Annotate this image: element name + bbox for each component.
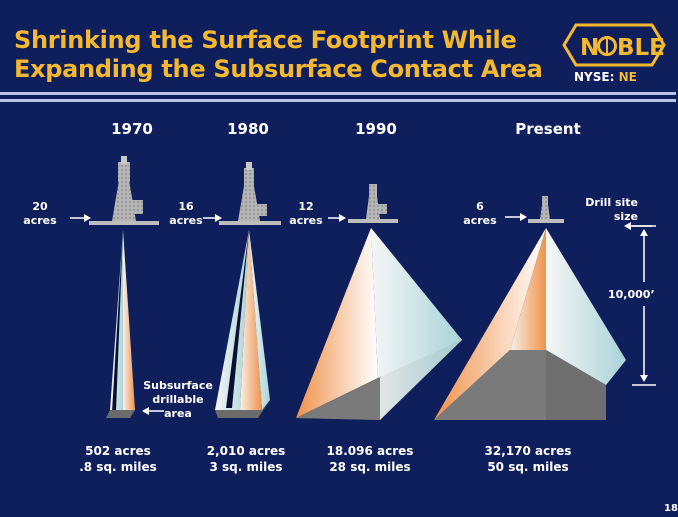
divider-bottom	[0, 99, 676, 102]
logo-letter-n: N	[580, 35, 599, 61]
noble-logo: N BLE	[562, 22, 666, 90]
wellbore-present	[434, 228, 626, 420]
drilling-rig-present-icon	[528, 196, 564, 223]
drilling-rig-1980-icon	[219, 162, 281, 225]
drilling-rig-1990-icon	[348, 184, 398, 223]
year-1990: 1990	[355, 120, 397, 138]
stock-ticker: NYSE: NE	[574, 70, 637, 84]
ticker-symbol: NE	[618, 70, 637, 84]
title-line-1: Shrinking the Surface Footprint While	[14, 26, 517, 54]
divider-top	[0, 92, 676, 95]
logo-letters-ble: BLE	[617, 35, 665, 61]
stats-1970: 502 acres.8 sq. miles	[79, 444, 157, 474]
drilling-rig-1970-icon	[89, 156, 159, 225]
wellbore-1970	[106, 230, 135, 418]
page-number: 18	[664, 503, 678, 514]
wellbore-1980	[215, 230, 270, 418]
depth-dimension-line	[632, 225, 656, 386]
ticker-exchange: NYSE:	[574, 70, 615, 84]
title-line-2: Expanding the Subsurface Contact Area	[14, 55, 543, 83]
year-1970: 1970	[111, 120, 153, 138]
depth-label: 10,000’	[608, 288, 655, 301]
year-1980: 1980	[227, 120, 269, 138]
year-present: Present	[515, 120, 581, 138]
wellbore-1990	[296, 228, 462, 420]
